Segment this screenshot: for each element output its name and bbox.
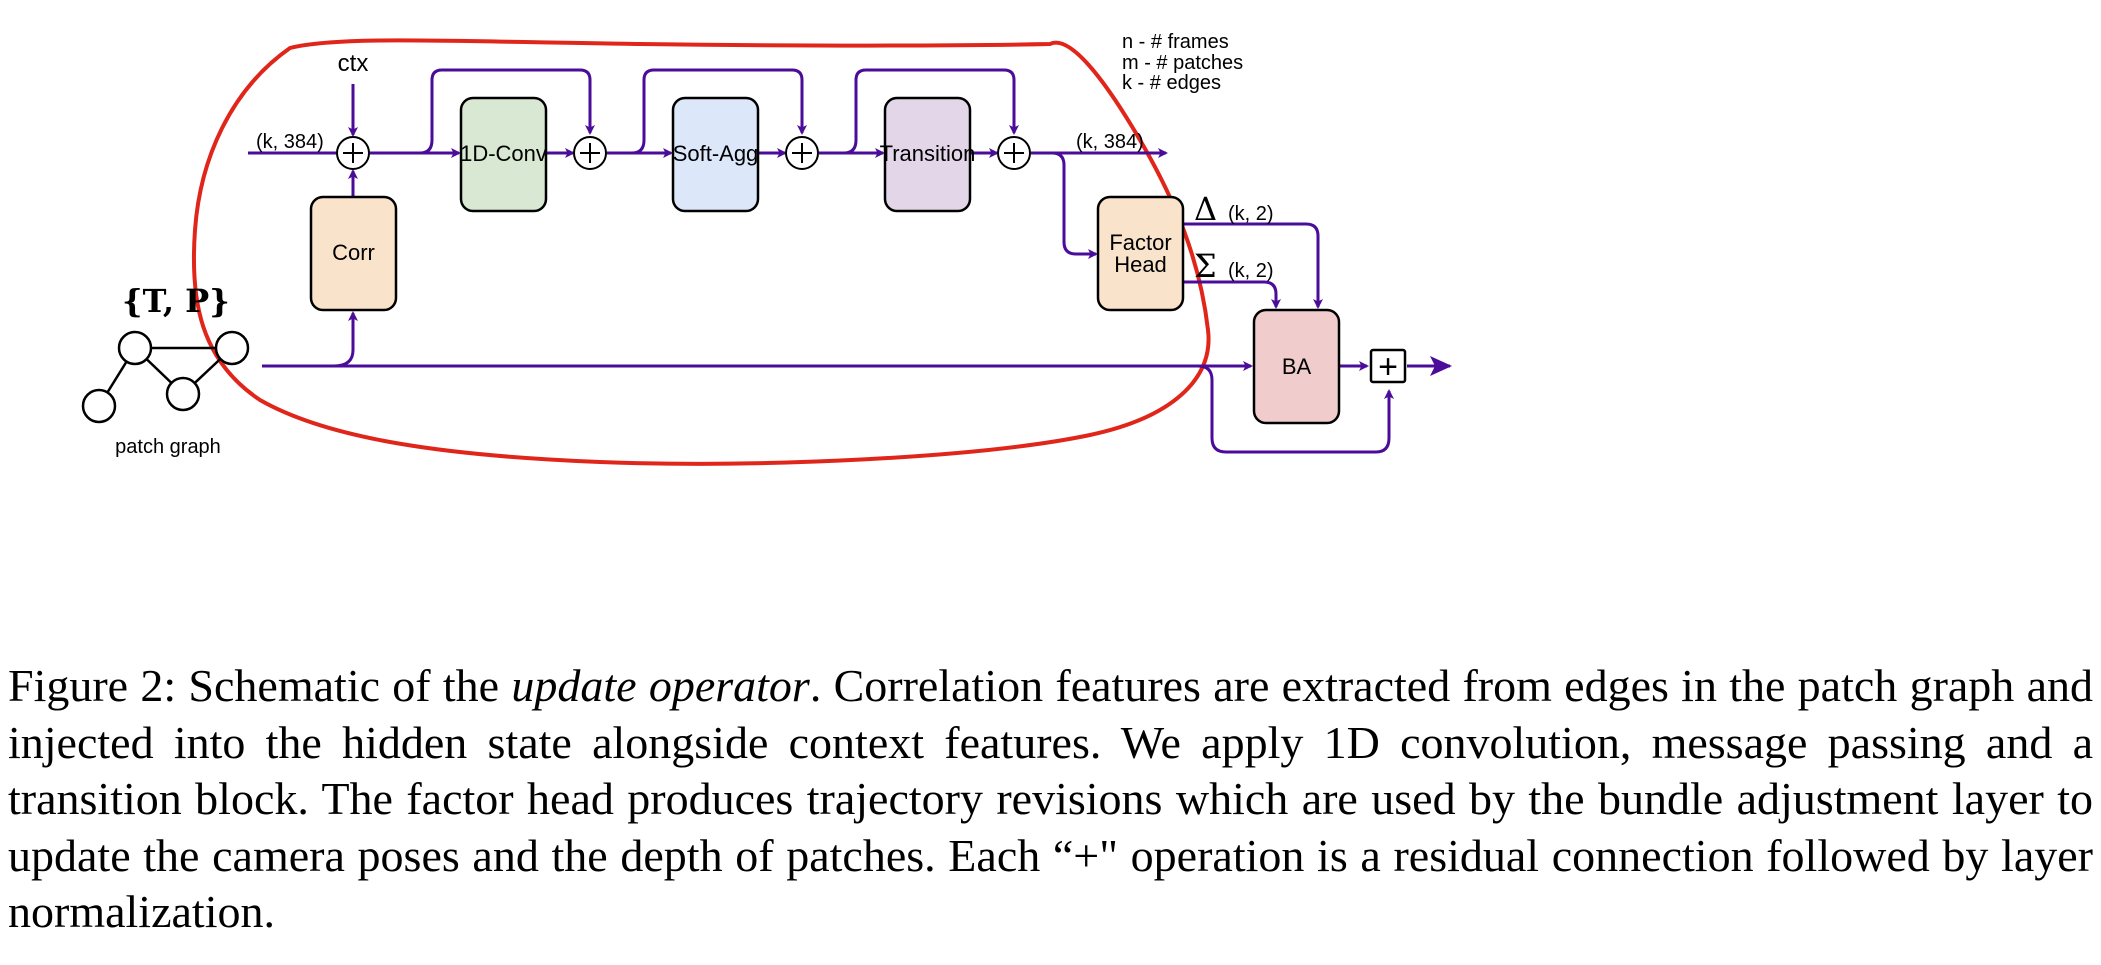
factor-head-label-1: Factor (1109, 230, 1171, 255)
caption-body: . Correlation features are extracted fro… (8, 660, 2093, 937)
svg-text:+: + (1378, 348, 1398, 386)
output-dim-label: (k, 384) (1076, 131, 1144, 153)
final-plus-box: + (1369, 348, 1407, 386)
update-operator-diagram: 1D-Conv Soft-Agg Transition Corr Factor … (81, 31, 1452, 466)
legend-frames: n - # frames (1122, 31, 1229, 53)
residual-plus-1 (336, 136, 370, 170)
ctx-label: ctx (338, 50, 369, 77)
residual-plus-4 (997, 136, 1031, 170)
factor-head-label-2: Head (1114, 252, 1167, 277)
conv-block: 1D-Conv (459, 96, 548, 213)
input-dim-label: (k, 384) (256, 131, 324, 153)
sigma-dim-label: (k, 2) (1228, 260, 1274, 282)
graph-node (165, 376, 201, 412)
patch-graph: {T, P} patch graph (81, 282, 250, 458)
graph-node (117, 330, 153, 366)
caption-lead: Figure 2: Schematic of the (8, 660, 512, 711)
graph-caption: patch graph (115, 436, 221, 458)
corr-label: Corr (332, 240, 375, 265)
graph-title: {T, P} (122, 282, 230, 320)
caption-emphasis: update operator (511, 660, 810, 711)
corr-block: Corr (309, 195, 398, 312)
legend-patches: m - # patches (1122, 52, 1243, 74)
sigma-symbol: Σ (1194, 247, 1217, 285)
graph-node (214, 330, 250, 366)
graph-node (81, 388, 117, 424)
transition-label: Transition (880, 141, 976, 166)
legend-edges: k - # edges (1122, 72, 1221, 94)
figure-caption: Figure 2: Schematic of the update operat… (8, 658, 2093, 941)
ba-block: BA (1252, 308, 1341, 425)
residual-plus-2 (573, 136, 607, 170)
factor-head-block: Factor Head (1096, 195, 1185, 312)
conv-label: 1D-Conv (460, 141, 547, 166)
ba-label: BA (1282, 354, 1312, 379)
softagg-label: Soft-Agg (673, 141, 759, 166)
residual-plus-3 (785, 136, 819, 170)
highlight-outline (191, 38, 1211, 466)
delta-dim-label: (k, 2) (1228, 203, 1274, 225)
delta-symbol: Δ (1194, 190, 1217, 228)
softagg-block: Soft-Agg (671, 96, 760, 213)
transition-block: Transition (880, 96, 976, 213)
